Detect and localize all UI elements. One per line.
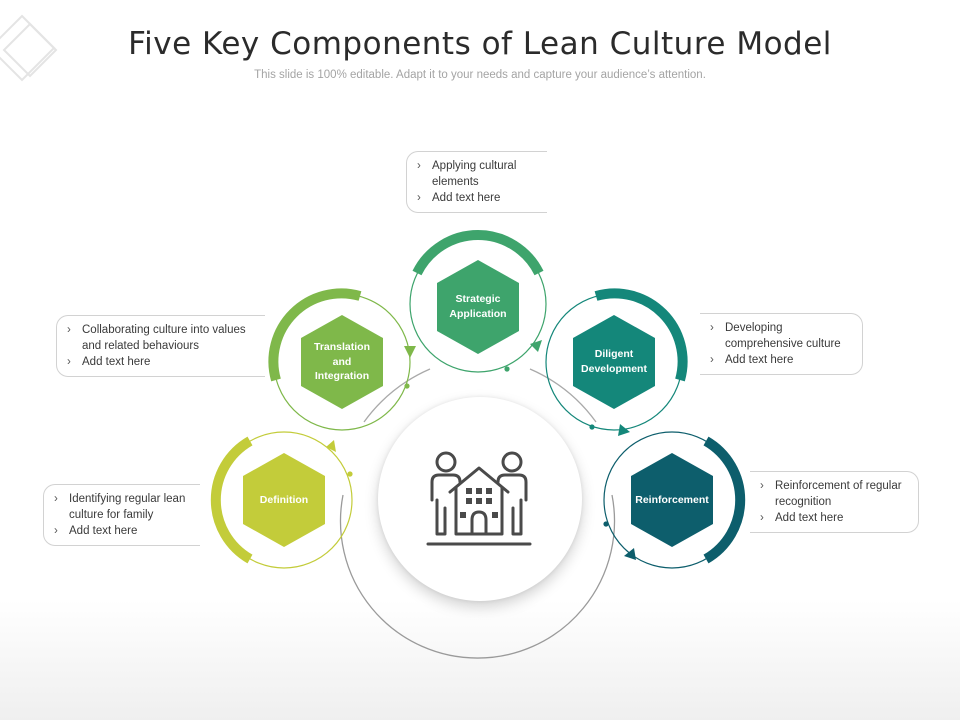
definition-label: Definition [259,493,309,506]
reinforcement-label: Reinforcement [635,493,709,506]
callout-reinforcement: Reinforcement of regular recognition Add… [750,471,919,533]
callout-strategic-item: Applying cultural elements [415,158,539,190]
callout-strategic-item: Add text here [415,190,539,206]
callout-translation-item: Add text here [65,354,257,370]
reinforcement-ring [603,431,746,569]
strategic-label: Strategic Application [449,293,507,320]
callout-translation: Collaborating culture into values and re… [56,315,265,377]
callout-diligent: Developing comprehensive culture Add tex… [700,313,863,375]
translation-ring [268,288,416,431]
callout-definition-item: Identifying regular lean culture for fam… [52,491,192,523]
translation-label: Translation and Integration [313,340,370,383]
page-subtitle: This slide is 100% editable. Adapt it to… [254,69,706,81]
outer-connector-arc [339,494,616,659]
corner-logo-icon [0,14,58,82]
callout-diligent-item: Add text here [708,352,848,368]
callout-definition-item: Add text here [52,523,192,539]
callout-definition: Identifying regular lean culture for fam… [43,484,200,546]
floor-gradient [0,600,960,720]
strategic-hexagon [437,260,519,354]
callout-reinforcement-item: Add text here [758,510,904,526]
callout-translation-item: Collaborating culture into values and re… [65,322,257,354]
page-title: Five Key Components of Lean Culture Mode… [128,26,832,62]
inner-connector-arc [363,368,431,423]
translation-hexagon [301,315,383,409]
diligent-hexagon [573,315,655,409]
callout-diligent-item: Developing comprehensive culture [708,320,848,352]
definition-ring [210,431,353,569]
diligent-label: Diligent Development [581,348,647,375]
reinforcement-hexagon [631,453,713,547]
family-house-icon [426,451,532,546]
diligent-ring [545,288,688,436]
inner-connector-arc-right [529,368,597,423]
definition-hexagon [243,453,325,547]
callout-reinforcement-item: Reinforcement of regular recognition [758,478,904,510]
callout-strategic: Applying cultural elements Add text here [406,151,547,213]
strategic-ring [409,230,547,373]
